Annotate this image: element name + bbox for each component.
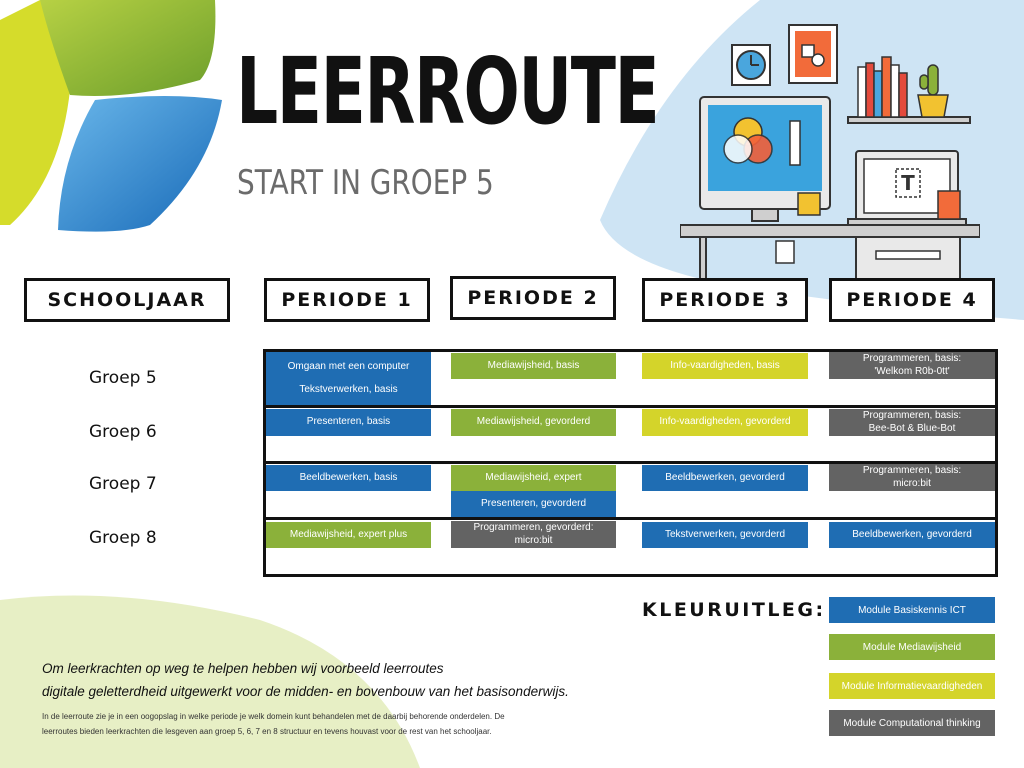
- intro-text-line-1: Om leerkrachten op weg te helpen hebben …: [42, 661, 444, 676]
- header-periode-1: PERIODE 1: [264, 278, 430, 322]
- legend-item-ct: Module Computational thinking: [829, 710, 995, 736]
- header-periode-3: PERIODE 3: [642, 278, 808, 322]
- header-periode-4: PERIODE 4: [829, 278, 995, 322]
- row-label-groep-6: Groep 6: [89, 422, 157, 442]
- cell-text: micro:bit: [893, 477, 931, 489]
- cell-g8-p4: Beeldbewerken, gevorderd: [829, 522, 995, 548]
- cell-g6-p2: Mediawijsheid, gevorderd: [451, 409, 616, 436]
- cell-g7-p1: Beeldbewerken, basis: [266, 465, 431, 491]
- row-label-groep-7: Groep 7: [89, 474, 157, 494]
- legend-item-media: Module Mediawijsheid: [829, 634, 995, 660]
- computer-desk-illustration: T: [680, 24, 980, 280]
- row-label-groep-8: Groep 8: [89, 528, 157, 548]
- cell-g5-p3: Info-vaardigheden, basis: [642, 353, 808, 379]
- cell-g8-p2: Programmeren, gevorderd: micro:bit: [451, 521, 616, 548]
- cell-text: Bee-Bot & Blue-Bot: [868, 422, 956, 434]
- cell-text: Tekstverwerken, basis: [299, 383, 398, 395]
- description-line-2: leerroutes bieden leerkrachten die lesge…: [42, 727, 492, 736]
- intro-text-line-2: digitale geletterdheid uitgewerkt voor d…: [42, 684, 569, 699]
- cell-g6-p3: Info-vaardigheden, gevorderd: [642, 409, 808, 436]
- legend-item-ict: Module Basiskennis ICT: [829, 597, 995, 623]
- cell-text: micro:bit: [514, 534, 553, 546]
- row-divider: [263, 517, 998, 520]
- cell-g6-p1: Presenteren, basis: [266, 409, 431, 436]
- row-label-groep-5: Groep 5: [89, 368, 157, 388]
- header-schooljaar: SCHOOLJAAR: [24, 278, 230, 322]
- cell-g7-p2b: Presenteren, gevorderd: [451, 491, 616, 517]
- cell-g5-p4: Programmeren, basis: 'Welkom R0b-0tt': [829, 352, 995, 379]
- cell-g8-p3: Tekstverwerken, gevorderd: [642, 522, 808, 548]
- header-periode-2: PERIODE 2: [450, 276, 616, 320]
- cell-g8-p1: Mediawijsheid, expert plus: [266, 522, 431, 548]
- legend-item-info: Module Informatievaardigheden: [829, 673, 995, 699]
- row-divider: [263, 405, 998, 408]
- cell-g7-p2a: Mediawijsheid, expert: [451, 465, 616, 491]
- page-subtitle: START IN GROEP 5: [237, 163, 494, 203]
- cell-text: 'Welkom R0b-0tt': [874, 365, 950, 377]
- cell-text: Programmeren, basis:: [862, 353, 962, 364]
- cell-g6-p4: Programmeren, basis: Bee-Bot & Blue-Bot: [829, 409, 995, 436]
- cell-text: Omgaan met een computer: [287, 361, 410, 372]
- legend-title: KLEURUITLEG:: [642, 599, 826, 621]
- cell-g5-p2: Mediawijsheid, basis: [451, 353, 616, 379]
- page-title: LEERROUTE: [236, 38, 660, 145]
- svg-text:T: T: [901, 171, 915, 195]
- cell-g7-p3: Beeldbewerken, gevorderd: [642, 465, 808, 491]
- cell-text: Programmeren, basis:: [862, 410, 962, 421]
- cell-text: Programmeren, basis:: [862, 465, 962, 476]
- description-line-1: In de leerroute zie je in een oogopslag …: [42, 712, 505, 721]
- cell-g7-p4: Programmeren, basis: micro:bit: [829, 464, 995, 491]
- cell-g5-p1: Omgaan met een computer Tekstverwerken, …: [266, 352, 431, 405]
- row-divider: [263, 461, 998, 464]
- cell-text: Programmeren, gevorderd:: [473, 522, 594, 533]
